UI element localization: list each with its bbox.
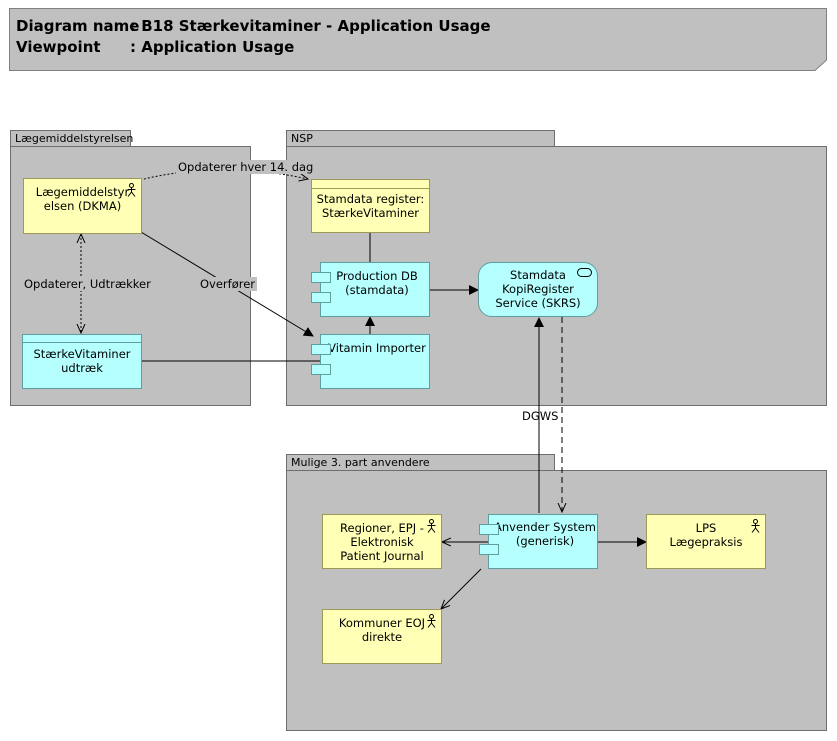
- component-port-icon: [311, 344, 331, 355]
- label-dgws: DGWS: [522, 409, 559, 423]
- stamdata-register-label-2: StærkeVitaminer: [321, 206, 419, 220]
- dkma-label-1: Lægemiddelstyr: [35, 185, 130, 199]
- regioner-label-1: Regioner, EPJ -: [340, 521, 424, 535]
- element-lps[interactable]: LPS Lægepraksis: [646, 514, 766, 569]
- proddb-label-2: (stamdata): [345, 283, 409, 297]
- component-port-icon: [311, 272, 331, 283]
- diagram-name-value: : B18 Stærkevitaminer - Application Usag…: [130, 17, 491, 35]
- component-port-icon: [311, 364, 331, 375]
- actor-icon: [751, 519, 760, 533]
- dkma-label-2: elsen (DKMA): [43, 199, 122, 213]
- extract-label-1: StærkeVitaminer: [33, 347, 131, 361]
- label-opdaterer-udtraekker: Opdaterer, Udtrækker: [22, 277, 153, 291]
- service-icon: [577, 268, 592, 277]
- actor-icon: [427, 519, 436, 533]
- element-stamdata-register[interactable]: Stamdata register: StærkeVitaminer: [311, 179, 430, 233]
- anvender-label-2: (generisk): [515, 534, 575, 548]
- viewpoint-key: Viewpoint: [16, 38, 101, 56]
- label-overforer: Overfører: [198, 277, 258, 291]
- kommuner-label-2: direkte: [361, 630, 403, 644]
- group-tab-mulige[interactable]: Mulige 3. part anvendere: [286, 454, 555, 471]
- proddb-label-1: Production DB: [336, 269, 418, 283]
- group-mulige[interactable]: [286, 470, 827, 731]
- actor-icon: [127, 183, 136, 197]
- element-vitamin-importer[interactable]: Vitamin Importer: [311, 334, 430, 389]
- element-staerkevitaminer-extract[interactable]: StærkeVitaminer udtræk: [22, 334, 142, 389]
- skrs-label-3: Service (SKRS): [495, 296, 581, 310]
- group-tab-nsp[interactable]: NSP: [286, 130, 555, 147]
- element-regioner[interactable]: Regioner, EPJ - Elektronisk Patient Jour…: [322, 514, 442, 569]
- extract-label-2: udtræk: [61, 361, 103, 375]
- vitamin-importer-label: Vitamin Importer: [328, 341, 426, 355]
- regioner-label-2: Elektronisk: [350, 535, 414, 549]
- actor-icon: [427, 614, 436, 628]
- group-tab-laegemiddelstyrelsen[interactable]: Lægemiddelstyrelsen: [10, 130, 133, 147]
- stamdata-register-label-1: Stamdata register:: [316, 192, 425, 206]
- element-production-db[interactable]: Production DB (stamdata): [311, 262, 430, 317]
- component-port-icon: [479, 524, 499, 535]
- header-note-shape: [9, 8, 827, 71]
- skrs-label-1: Stamdata: [510, 268, 566, 282]
- skrs-label-2: KopiRegister: [502, 282, 574, 296]
- anvender-label-1: Anvender System: [494, 520, 596, 534]
- element-anvender-system[interactable]: Anvender System (generisk): [479, 514, 598, 569]
- kommuner-label-1: Kommuner EOJ: [338, 616, 426, 630]
- regioner-label-3: Patient Journal: [340, 549, 424, 563]
- diagram-name-key: Diagram name: [16, 17, 140, 35]
- element-kommuner[interactable]: Kommuner EOJ direkte: [322, 609, 442, 664]
- component-port-icon: [311, 292, 331, 303]
- element-dkma[interactable]: Lægemiddelstyr elsen (DKMA): [23, 178, 142, 234]
- lps-label-2: Lægepraksis: [669, 535, 743, 549]
- lps-label-1: LPS: [695, 521, 717, 535]
- element-skrs-service[interactable]: Stamdata KopiRegister Service (SKRS): [478, 262, 598, 317]
- flow-anvender-to-kommuner[interactable]: [441, 568, 482, 609]
- viewpoint-value: : Application Usage: [130, 38, 295, 56]
- data-object-divider: [312, 188, 429, 189]
- label-opdaterer-14-dag: Opdaterer hver 14. dag: [176, 160, 316, 174]
- flow-dkma-to-stamdata-register[interactable]: [139, 169, 308, 180]
- component-port-icon: [479, 544, 499, 555]
- data-object-divider: [23, 342, 141, 343]
